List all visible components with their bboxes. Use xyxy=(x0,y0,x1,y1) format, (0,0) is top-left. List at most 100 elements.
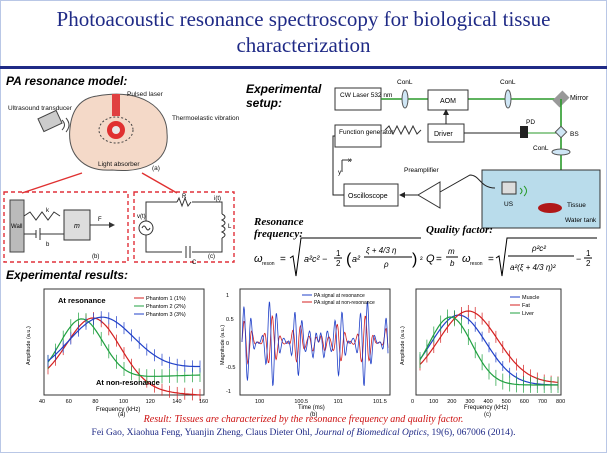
c-label: C xyxy=(192,260,197,266)
wall-label: Wall xyxy=(11,224,22,230)
conl1-label: ConL xyxy=(397,79,413,86)
svg-text:1: 1 xyxy=(336,249,341,258)
citation-journal: Journal of Biomedical Optics xyxy=(314,428,427,438)
plot-c-muscle xyxy=(419,314,558,386)
mass-label: m xyxy=(74,223,80,230)
funcgen-label: Function generator xyxy=(339,129,394,136)
resonance-label: Resonance frequency: xyxy=(254,216,304,240)
plot-b-xtick-2: 101 xyxy=(334,399,343,405)
vt-label: v(t) xyxy=(137,214,146,220)
legend-c-1: Muscle xyxy=(522,295,539,301)
title-rule xyxy=(0,66,607,69)
aom-label: AOM xyxy=(440,98,456,105)
plot-b-xtick-0: 100 xyxy=(255,399,264,405)
conl2-label: ConL xyxy=(500,79,516,86)
preamp-label: Preamplifier xyxy=(404,167,440,174)
plot-b-ytick-1: 0.5 xyxy=(226,317,234,323)
plot-a-series-1 xyxy=(47,317,201,396)
plot-a-xtick-5: 140 xyxy=(172,399,181,405)
result-text: Result: Tissues are characterized by the… xyxy=(143,414,464,425)
plot-a-xtick-0: 40 xyxy=(39,399,45,405)
svg-text:ρ: ρ xyxy=(383,260,389,269)
plot-c-ylabel: Amplitude (a.u.) xyxy=(400,326,406,365)
svg-text:m: m xyxy=(448,247,455,256)
pulsed-laser-label: Pulsed laser xyxy=(127,91,164,98)
driver-label: Driver xyxy=(434,131,453,138)
mirror-label: Mirror xyxy=(570,95,589,102)
plot-a-tag: (a) xyxy=(118,412,125,418)
y-axis-label: y xyxy=(338,169,342,176)
plot-c-tag: (c) xyxy=(484,412,491,418)
r-label: R xyxy=(182,194,187,200)
bs-label: BS xyxy=(570,131,579,138)
plot-c-xtick-3: 300 xyxy=(465,399,474,405)
plot-c-xtick-1: 100 xyxy=(429,399,438,405)
pa-model-diagram: Pulsed laser Ultrasound transducer Therm… xyxy=(3,91,240,266)
plot-b-tag: (b) xyxy=(310,412,317,418)
plot-c-xtick-2: 200 xyxy=(447,399,456,405)
legend-c-2: Fat xyxy=(522,303,530,309)
svg-text:Q: Q xyxy=(426,253,435,265)
plot-a: At resonance At non-resonance Phantom 1 … xyxy=(26,288,208,418)
damper-label: b xyxy=(46,242,50,248)
plot-b: PA signal at resonance PA signal at non-… xyxy=(220,288,391,418)
plot-a-xtick-3: 100 xyxy=(119,399,128,405)
svg-text:reson: reson xyxy=(470,261,483,267)
tissue-label: Tissue xyxy=(567,202,586,209)
fig-b-label: (b) xyxy=(92,254,99,260)
plot-a-xtick-1: 60 xyxy=(66,399,72,405)
legend-b-1: PA signal at resonance xyxy=(314,293,365,299)
plot-b-legend: PA signal at resonance PA signal at non-… xyxy=(302,293,375,306)
setup-heading: Experimental setup: xyxy=(246,82,322,110)
it-label: i(t) xyxy=(214,196,221,202)
plot-b-ytick-2: 0 xyxy=(226,341,229,347)
svg-text:ω: ω xyxy=(462,253,471,265)
svg-text:=: = xyxy=(280,254,286,265)
citation-rest: , 19(6), 067006 (2014). xyxy=(426,428,516,438)
svg-text:=: = xyxy=(436,254,442,265)
plot-b-ytick-4: -1 xyxy=(226,389,231,395)
plot-c-xtick-0: 0 xyxy=(411,399,414,405)
tank-label: Water tank xyxy=(565,217,597,224)
svg-text:b: b xyxy=(450,259,455,268)
plot-a-series-2 xyxy=(47,318,201,377)
legend-a-1: Phantom 1 (1%) xyxy=(146,296,186,302)
plot-c-xtick-7: 700 xyxy=(538,399,547,405)
plot-a-ylabel: Amplitude (a.u.) xyxy=(26,326,32,365)
legend-c-3: Liver xyxy=(522,311,534,317)
plot-b-ytick-0: 1 xyxy=(226,293,229,299)
quality-equation: Q = mb ω reson = ρ²c² a²(ξ + 4/3 η)² − 1… xyxy=(426,237,597,277)
fig-a-label: (a) xyxy=(152,165,160,172)
plot-b-ylabel: Magnitude (a.u.) xyxy=(220,325,226,365)
plot-b-xtick-3: 101.5 xyxy=(373,399,387,405)
svg-text:2: 2 xyxy=(336,259,341,268)
plot-a-xtick-2: 80 xyxy=(92,399,98,405)
plot-a-legend: Phantom 1 (1%) Phantom 2 (2%) Phantom 3 … xyxy=(134,296,186,318)
cw-laser-label: CW Laser 532 nm xyxy=(340,92,392,99)
plot-b-xlabel: Time (ms) xyxy=(298,405,325,411)
setup-diagram: CW Laser 532 nm ConL AOM ConL Mirror Fun… xyxy=(332,79,601,229)
svg-text:reson: reson xyxy=(262,261,275,267)
us-label: US xyxy=(504,201,514,208)
citation: Fei Gao, Xiaohua Feng, Yuanjin Zheng, Cl… xyxy=(0,428,607,438)
plot-c-xtick-4: 400 xyxy=(484,399,493,405)
conl3-label: ConL xyxy=(533,145,549,152)
plot-a-series-3 xyxy=(47,316,200,368)
svg-text:a²(ξ + 4/3 η)²: a²(ξ + 4/3 η)² xyxy=(510,263,556,272)
plot-c-legend: Muscle Fat Liver xyxy=(510,295,539,317)
plot-c-xtick-5: 500 xyxy=(502,399,511,405)
spring-label: k xyxy=(46,208,50,214)
slide-title: Photoacoustic resonance spectroscopy for… xyxy=(56,7,551,57)
absorber-label: Light absorber xyxy=(98,161,140,168)
citation-authors: Fei Gao, Xiaohua Feng, Yuanjin Zheng, Cl… xyxy=(91,428,315,438)
fig-c-label: (c) xyxy=(208,254,215,260)
plot-b-xtick-1: 100.5 xyxy=(294,399,308,405)
thermoelastic-label: Thermoelastic vibration xyxy=(172,115,240,122)
plot-c-liver xyxy=(419,316,558,386)
plot-a-xtick-6: 160 xyxy=(199,399,208,405)
plot-c-xtick-8: 800 xyxy=(556,399,565,405)
model-heading: PA resonance model: xyxy=(6,74,128,88)
svg-text:a²c² −: a²c² − xyxy=(304,254,327,264)
plot-c-xlabel: Frequency (kHz) xyxy=(464,405,508,411)
